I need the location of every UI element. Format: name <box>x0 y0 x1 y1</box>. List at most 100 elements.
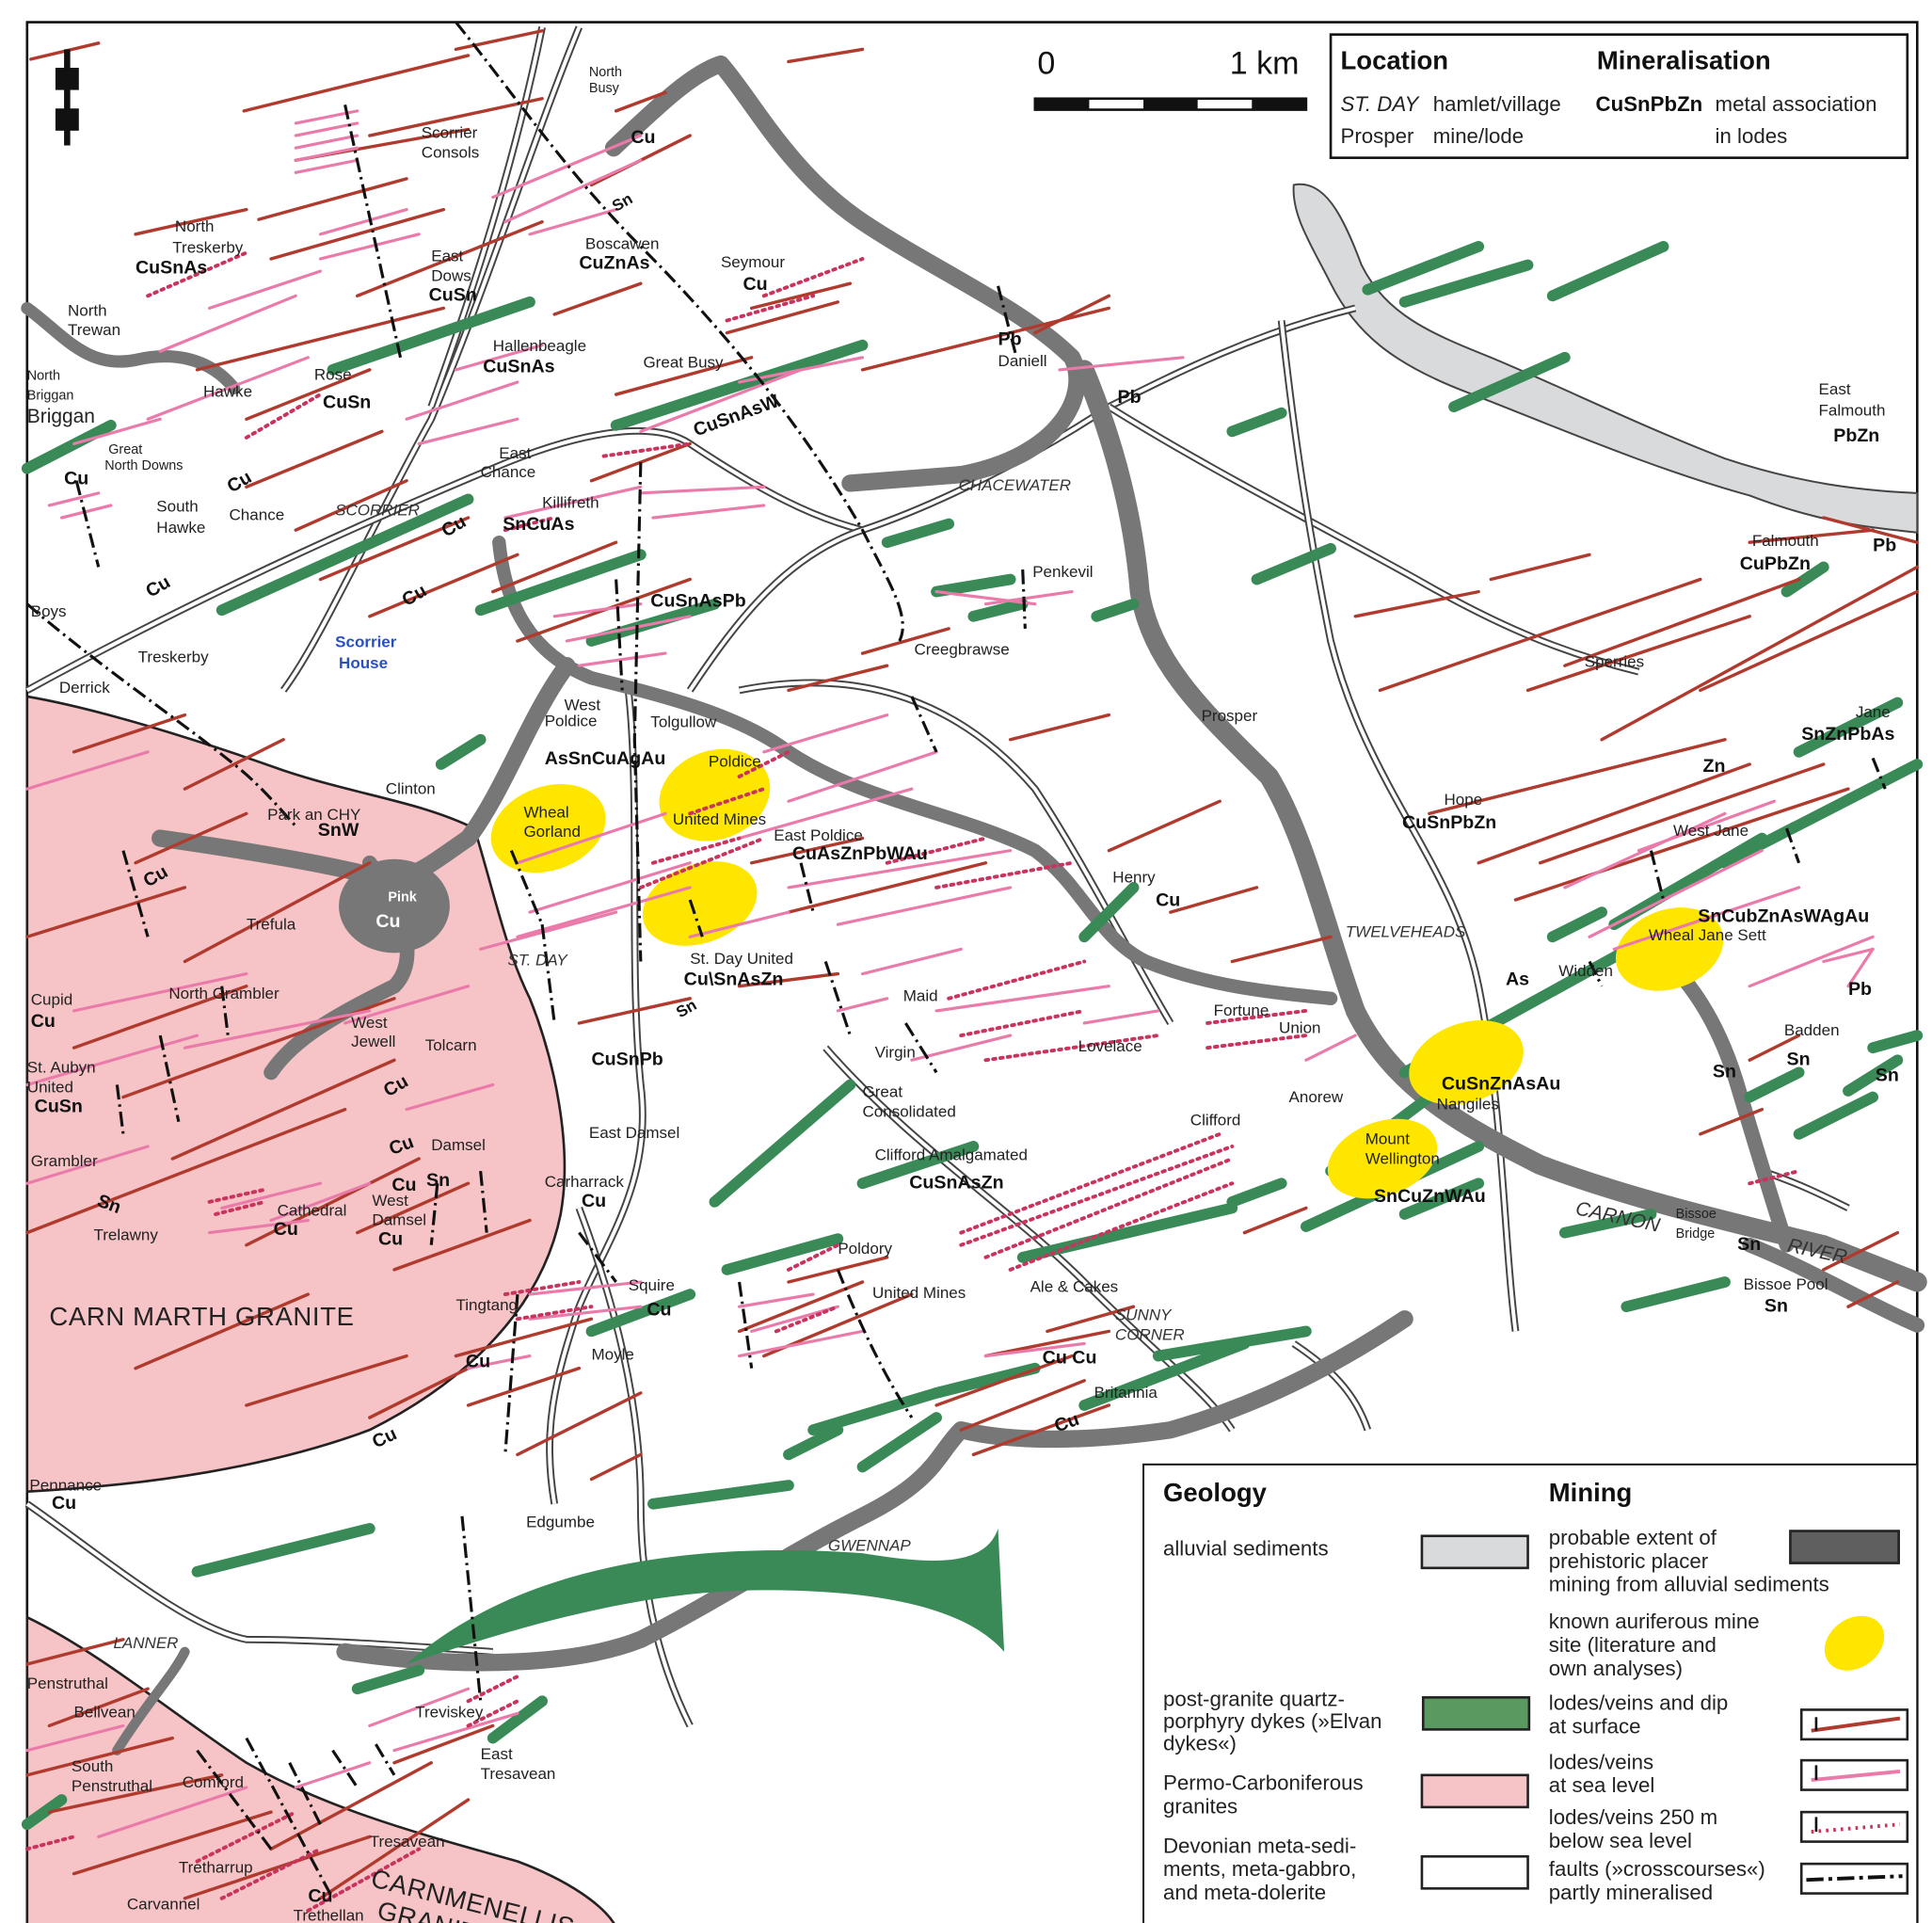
legend-placer-1: probable extent of <box>1549 1526 1717 1549</box>
map-label-mine: North <box>27 368 60 383</box>
map-label-metal-association: Cu <box>31 1011 56 1032</box>
lode-sea-level <box>454 344 544 372</box>
lode-sea-level <box>528 1280 643 1296</box>
placer-mining-area <box>339 858 450 953</box>
lode-250m-below-sea-level <box>306 1847 422 1913</box>
lode-sea-level <box>405 380 519 421</box>
map-label-mine: Tolgullow <box>650 713 717 731</box>
map-label-mine: Wellington <box>1365 1149 1440 1167</box>
map-label-mine: Park an CHY <box>267 806 360 824</box>
fault-crosscourse <box>738 1281 754 1369</box>
lode-sea-level <box>516 811 667 865</box>
lode-250m-below-sea-level <box>885 836 988 865</box>
map-label-mine: Boscawen <box>585 235 660 253</box>
legend-placer-2: prehistoric placer <box>1549 1549 1709 1573</box>
lode-surface <box>1822 1230 1900 1272</box>
map-label-hamlet: TWELVEHEADS <box>1346 922 1466 940</box>
road <box>577 1207 692 1727</box>
elvan-dyke <box>191 1523 375 1578</box>
lode-sea-level <box>220 1181 322 1210</box>
lode-250m-below-sea-level <box>786 1242 840 1272</box>
map-label-mine: Pink <box>388 889 417 905</box>
map-label-hamlet: CORNER <box>1115 1326 1185 1344</box>
map-label-mine: East <box>1819 380 1851 398</box>
lode-250m-below-sea-level <box>638 836 766 889</box>
fault-crosscourse <box>196 1749 273 1851</box>
lode-sea-level <box>528 861 692 914</box>
map-label-mine: Poldice <box>545 712 598 729</box>
map-label-metal-association: Cu <box>378 1229 403 1250</box>
lode-surface <box>1699 589 1919 693</box>
lode-surface <box>1428 738 1727 816</box>
map-label-mine: Bridge <box>1676 1226 1716 1242</box>
lode-surface <box>257 177 408 221</box>
lode-surface <box>491 540 618 594</box>
map-label-hamlet: CHACEWATER <box>959 476 1071 494</box>
map-label-mine: Clifford Amalgamated <box>875 1146 1028 1163</box>
lode-sea-level <box>25 750 150 791</box>
carnmenellis-granite <box>25 1615 615 1923</box>
lode-sea-level <box>860 947 963 976</box>
lode-surface <box>787 861 988 914</box>
map-label-mine: Busy <box>589 81 620 96</box>
elvan-dyke <box>1016 1202 1238 1263</box>
lode-sea-level <box>59 504 113 520</box>
lode-sea-level <box>934 985 1110 1013</box>
map-label-mine: Tresavean <box>370 1833 445 1851</box>
legend-aurif-2: site (literature and <box>1549 1633 1716 1657</box>
legend-faults-1: faults (»crosscourses«) <box>1549 1857 1765 1881</box>
elvan-dyke <box>931 573 1016 598</box>
legend-faults-2: partly mineralised <box>1549 1881 1713 1904</box>
lode-sea-level <box>577 651 667 667</box>
map-label-mine: Cathedral <box>278 1201 347 1219</box>
lode-sea-level <box>466 1354 532 1370</box>
map-label-mine: East Poldice <box>774 826 863 844</box>
map-label-mine: East <box>499 444 531 462</box>
lode-surface <box>614 356 754 396</box>
lode-surface <box>195 306 446 372</box>
elvan-dykes-layer <box>21 241 1924 1831</box>
lode-sea-level <box>146 356 310 421</box>
faults-layer <box>25 21 1887 1899</box>
lode-sea-level <box>762 713 889 754</box>
lode-250m-below-sea-level <box>219 1847 323 1900</box>
map-label-mine: Ale & Cakes <box>1030 1277 1119 1295</box>
map-label-mine: Daniell <box>998 352 1047 370</box>
lodes-layer <box>24 29 1919 1913</box>
map-label-mine: North <box>175 217 215 235</box>
map-label-mine: St. Day United <box>690 950 793 968</box>
lode-sea-level <box>47 491 101 507</box>
map-label-mine: Jewell <box>351 1033 395 1050</box>
map-label-metal-association: Zn <box>1702 756 1725 777</box>
lode-surface <box>552 281 643 316</box>
road <box>25 1502 493 1654</box>
north-arrow-icon <box>55 49 79 146</box>
lode-surface <box>245 1354 408 1407</box>
map-label-metal-association: Sn <box>1737 1234 1761 1255</box>
legend-devonian-3: and meta-dolerite <box>1163 1881 1326 1904</box>
map-label-mine: Pennance <box>29 1476 102 1494</box>
lode-surface <box>294 479 408 532</box>
map-label-mine: South <box>156 497 198 515</box>
elvan-dyke <box>1226 1178 1287 1208</box>
map-label-mine: Sperries <box>1585 653 1644 671</box>
lode-250m-below-sea-level <box>774 1305 840 1334</box>
map-label-metal-association: Pb <box>1848 979 1872 1000</box>
legend-lodes-surface-1: lodes/veins and dip <box>1549 1691 1728 1714</box>
scale-bar: 0 1 km <box>1033 46 1308 111</box>
map-label-mine: Cu <box>375 911 400 932</box>
map-label-mine: Treskerby <box>138 648 209 665</box>
map-label-mine: Cupid <box>31 990 72 1008</box>
map-label-mine: Bissoe Pool <box>1744 1275 1828 1293</box>
fault-crosscourse <box>688 899 704 937</box>
map-label-mine: Scorrier <box>422 124 478 142</box>
map-label-mine: Henry <box>1112 869 1156 887</box>
lode-surface <box>589 1452 643 1482</box>
lode-surface <box>1525 615 1751 693</box>
lode-surface <box>25 1107 347 1235</box>
map-label-mine: Fortune <box>1214 1002 1269 1019</box>
lode-surface <box>860 306 1111 372</box>
map-label-mine: Poldory <box>838 1240 892 1258</box>
lode-surface <box>318 1798 471 1900</box>
map-label-mine: Maid <box>903 986 938 1004</box>
